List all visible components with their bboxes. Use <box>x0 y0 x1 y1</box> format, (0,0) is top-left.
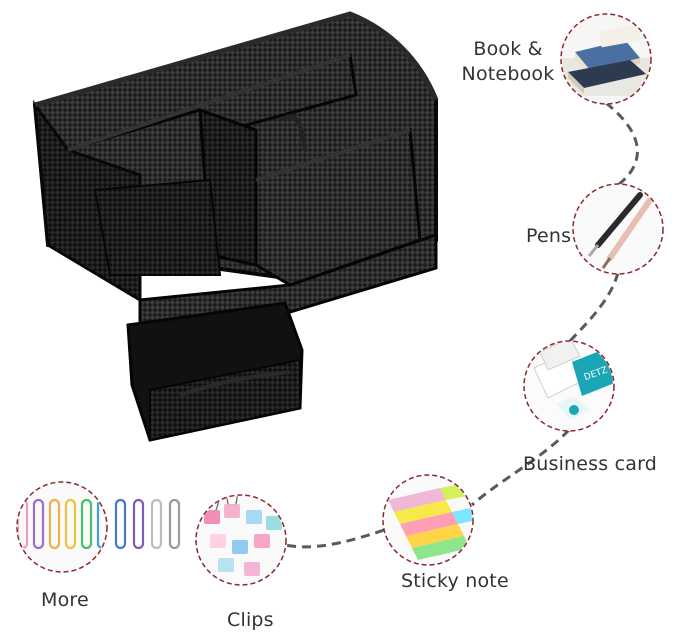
business-card-icon: DETZ <box>523 340 615 432</box>
organizer-image <box>32 11 439 442</box>
paperclips-icon <box>16 481 181 573</box>
clips-icon <box>195 494 287 586</box>
label-clips: Clips <box>227 609 274 631</box>
label-sticky-note: Sticky note <box>401 570 509 592</box>
book-icon <box>560 13 652 105</box>
pens-icon <box>572 183 664 275</box>
label-more: More <box>41 589 89 611</box>
dashed-connector <box>284 101 639 549</box>
label-pens: Pens <box>526 225 572 247</box>
label-business-card: Business card <box>523 453 658 475</box>
sticky-note-icon <box>382 474 474 566</box>
label-book-notebook: Book & Notebook <box>461 38 555 85</box>
